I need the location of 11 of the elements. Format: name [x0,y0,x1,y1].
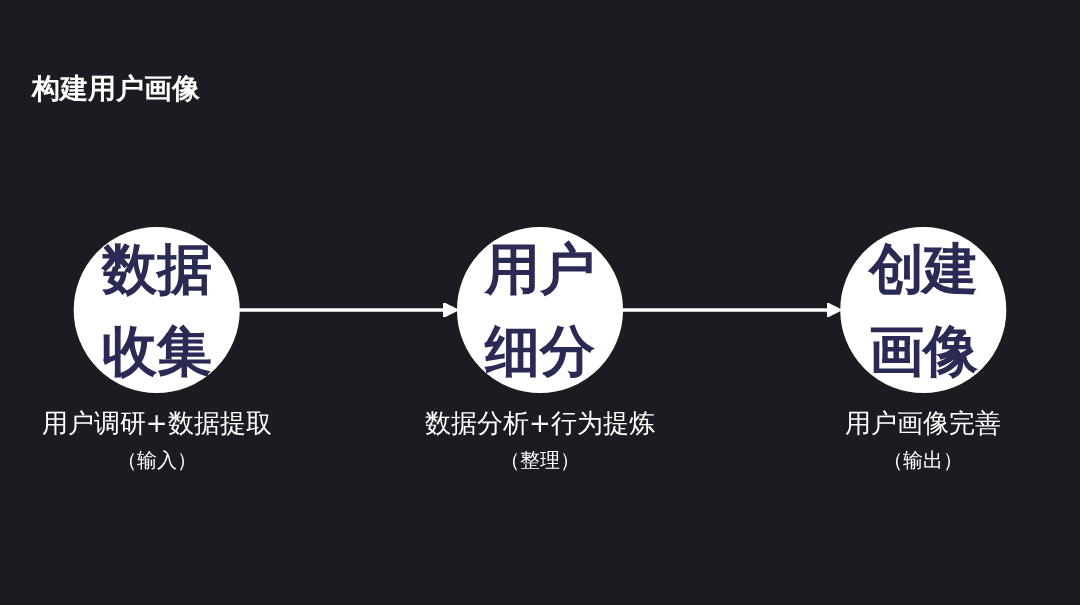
node-circle [456,226,624,394]
arrow [622,301,842,319]
node-circle [840,226,1007,394]
step-caption: 用户画像完善 [845,407,1002,441]
title: 构建用户画像 [32,71,200,107]
step-caption: 数据分析+行为提炼 [425,407,655,441]
step-note: （整理） [499,447,581,475]
arrow [238,301,459,319]
node-circle [73,226,240,394]
step-note: （输出） [882,447,965,475]
step-note: （输入） [115,447,198,475]
